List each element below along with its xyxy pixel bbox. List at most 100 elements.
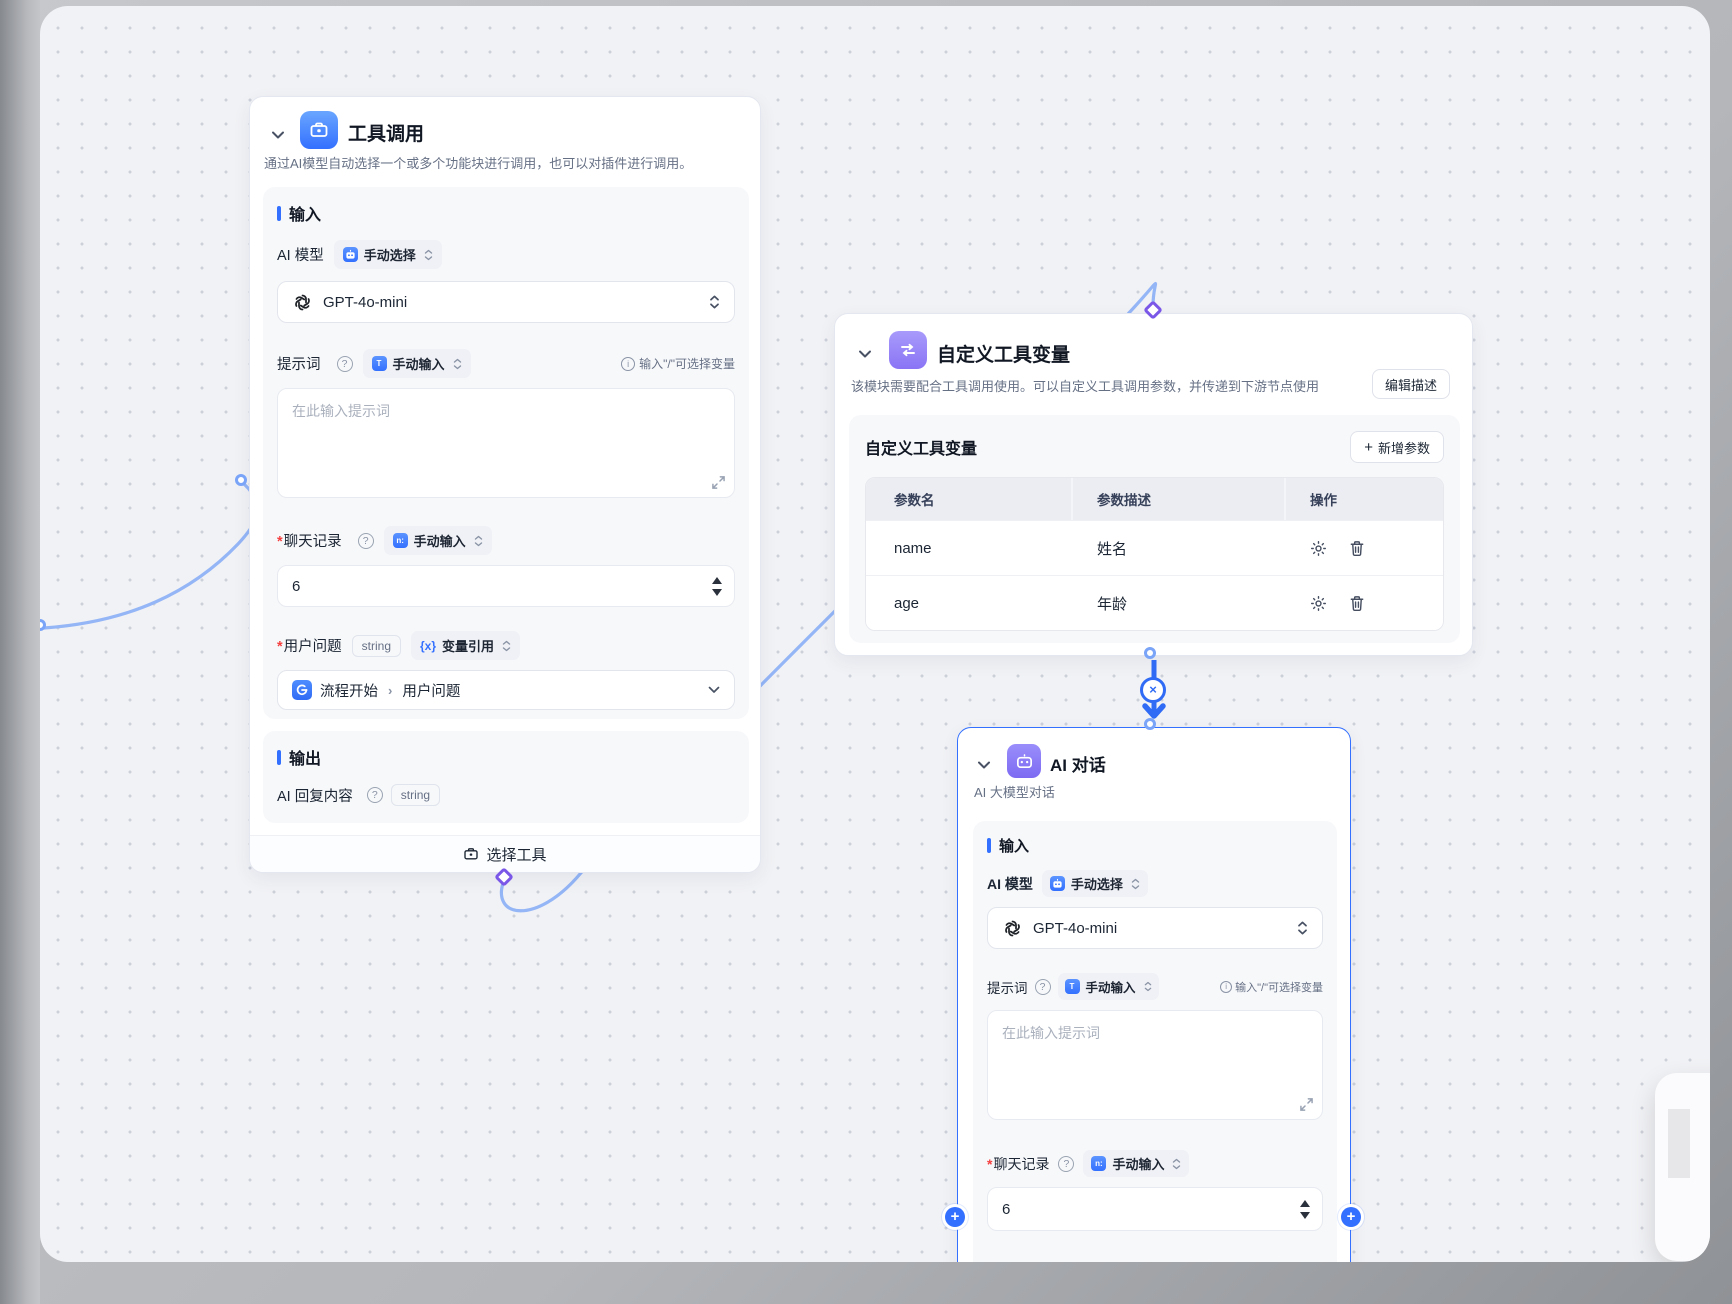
node-ai-chat[interactable]: AI 对话 AI 大模型对话 输入 AI 模型 手动选择 GPT-4o-mini… (957, 727, 1351, 1262)
info-icon: i (621, 356, 636, 371)
help-icon[interactable]: ? (336, 355, 353, 372)
prompt-textarea-wrap (277, 388, 735, 498)
node-custom-vars[interactable]: 自定义工具变量 该模块需要配合工具调用使用。可以自定义工具调用参数，并传递到下游… (834, 313, 1473, 656)
question-label: *用户问题 (277, 639, 342, 655)
input-panel: 输入 AI 模型 手动选择 GPT-4o-mini 提示词 ? T (263, 187, 749, 719)
col-header-name: 参数名 (866, 478, 1073, 520)
model-mode-dropdown[interactable]: 手动选择 (1041, 870, 1148, 897)
output-section-header: 输出 (277, 745, 735, 769)
chevron-updown-icon (1297, 921, 1308, 935)
step-up-icon[interactable] (1300, 1199, 1310, 1207)
edit-description-button[interactable]: 编辑描述 (1372, 369, 1451, 399)
history-number-input[interactable] (292, 577, 635, 595)
aichat-left-add-port[interactable]: + (942, 1204, 968, 1230)
number-stepper[interactable] (1300, 1188, 1310, 1230)
model-select[interactable]: GPT-4o-mini (987, 907, 1323, 949)
history-number-wrap (277, 565, 735, 607)
question-ref-select[interactable]: 流程开始 › 用户问题 (277, 670, 735, 710)
help-icon[interactable]: ? (1034, 978, 1051, 995)
type-badge: string (351, 634, 401, 657)
table-row: age 年龄 (866, 575, 1443, 630)
chevron-updown-icon (709, 295, 720, 309)
collapse-chevron-icon[interactable] (976, 757, 992, 773)
question-mode-dropdown[interactable]: {x} 变量引用 (411, 631, 521, 660)
collapse-chevron-icon[interactable] (270, 127, 286, 143)
number-stepper[interactable] (712, 566, 722, 606)
section-bar (277, 749, 281, 765)
text-input-icon: T (1064, 979, 1080, 994)
select-tool-button[interactable]: 选择工具 (250, 835, 760, 872)
toolcall-left-port[interactable] (235, 474, 247, 486)
customvars-bottom-port[interactable] (1144, 647, 1156, 659)
openai-logo-icon (295, 294, 310, 310)
model-select[interactable]: GPT-4o-mini (277, 281, 735, 323)
text-input-icon: T (371, 356, 387, 371)
model-mode-dropdown[interactable]: 手动选择 (333, 240, 442, 269)
history-number-input[interactable] (1002, 1200, 1247, 1218)
tool-call-briefcase-icon (300, 111, 338, 149)
aichat-right-add-port[interactable]: + (1338, 1204, 1364, 1230)
trash-icon[interactable] (1349, 540, 1365, 557)
add-param-button[interactable]: +新增参数 (1350, 431, 1444, 463)
history-number-wrap (987, 1187, 1323, 1231)
minimap-panel[interactable] (1655, 1073, 1710, 1261)
input-section-header: 输入 (277, 201, 735, 225)
info-icon: i (1220, 980, 1233, 993)
prompt-textarea-wrap (987, 1010, 1323, 1120)
prompt-label: 提示词 (277, 357, 321, 373)
expand-icon[interactable] (1300, 1098, 1313, 1111)
section-bar (277, 205, 281, 221)
history-label: *聊天记录 (987, 1155, 1050, 1172)
required-asterisk: * (277, 639, 283, 655)
required-asterisk: * (277, 534, 283, 550)
help-icon[interactable]: ? (366, 787, 383, 803)
offscreen-source-port[interactable] (40, 619, 46, 631)
step-up-icon[interactable] (712, 576, 722, 584)
chevron-down-icon (708, 686, 720, 693)
node-description: 通过AI模型自动选择一个或多个功能块进行调用，也可以对插件进行调用。 (264, 156, 693, 171)
model-mode-label: 手动选择 (363, 248, 416, 263)
history-mode-label: 手动输入 (413, 534, 466, 549)
output-section-label: 输出 (289, 751, 322, 768)
gear-icon[interactable] (1310, 540, 1327, 557)
history-mode-dropdown[interactable]: n: 手动输入 (383, 526, 492, 555)
history-label: *聊天记录 (277, 534, 342, 550)
input-section-label: 输入 (999, 838, 1030, 855)
prompt-mode-dropdown[interactable]: T 手动输入 (1057, 973, 1159, 1000)
aichat-top-port[interactable] (1144, 718, 1156, 730)
prompt-label: 提示词 (987, 980, 1028, 996)
history-mode-dropdown[interactable]: n: 手动输入 (1083, 1150, 1190, 1177)
node-description: 该模块需要配合工具调用使用。可以自定义工具调用参数，并传递到下游节点使用 (851, 379, 1320, 394)
minimap-viewport (1668, 1109, 1690, 1178)
prompt-textarea[interactable] (278, 389, 734, 497)
prompt-mode-dropdown[interactable]: T 手动输入 (362, 349, 471, 378)
plus-icon: + (1341, 1207, 1361, 1227)
param-desc: 年龄 (1097, 595, 1128, 613)
plus-icon: + (1364, 438, 1373, 456)
chevron-updown-icon (453, 358, 462, 370)
col-header-actions: 操作 (1310, 493, 1337, 508)
step-down-icon[interactable] (1300, 1211, 1310, 1219)
help-icon[interactable]: ? (357, 532, 374, 549)
delete-edge-button[interactable]: × (1140, 677, 1166, 703)
workflow-canvas[interactable]: 工具调用 通过AI模型自动选择一个或多个功能块进行调用，也可以对插件进行调用。 … (40, 6, 1710, 1262)
expand-icon[interactable] (712, 476, 725, 489)
ai-model-label: AI 模型 (987, 875, 1033, 892)
number-input-icon: n: (1091, 1156, 1107, 1171)
help-icon[interactable]: ? (1058, 1155, 1075, 1172)
table-header-row: 参数名 参数描述 操作 (866, 478, 1443, 520)
param-name: name (894, 539, 932, 557)
gear-icon[interactable] (1310, 595, 1327, 612)
ref-source: 流程开始 (320, 683, 378, 700)
node-subtitle: AI 大模型对话 (974, 785, 1055, 800)
trash-icon[interactable] (1349, 595, 1365, 612)
select-tool-label: 选择工具 (486, 846, 547, 864)
prompt-textarea[interactable] (988, 1011, 1322, 1119)
chevron-updown-icon (474, 535, 483, 547)
chevron-right-separator: › (388, 682, 393, 698)
collapse-chevron-icon[interactable] (857, 346, 873, 362)
node-tool-call[interactable]: 工具调用 通过AI模型自动选择一个或多个功能块进行调用，也可以对插件进行调用。 … (249, 96, 761, 873)
node-title: 工具调用 (348, 124, 425, 145)
step-down-icon[interactable] (712, 588, 722, 596)
